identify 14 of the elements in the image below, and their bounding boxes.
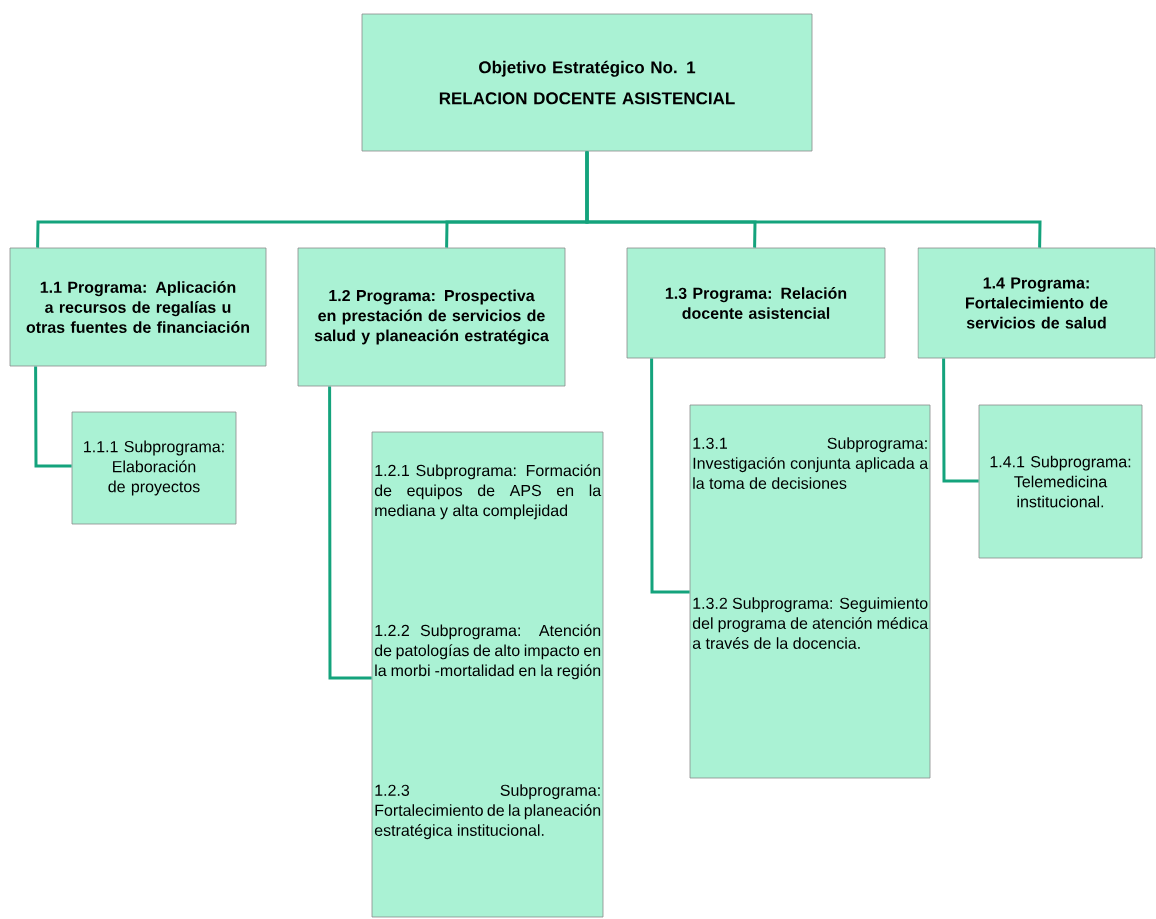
connector-line [34,366,72,468]
subprogram-box: 1.2.1 Subprograma: Formación de equipos de APS en la mediana y alta complejidad 1.2.2 Subprograma: Atención de patologías de alto impacto en la morbi -mortalidad en la región 1.2.3 Subprograma: Fortalecimiento de la planeación estratégica institucional. [371,431,604,918]
program-box: 1.1 Programa: Aplicación a recursos de regalías u otras fuentes de financiación [9,247,267,367]
program-box: 1.3 Programa: Relación docente asistencial [626,247,886,359]
objective-box: Objetivo Estratégico No. 1 RELACION DOCENTE ASISTENCIAL [361,13,813,152]
program-box: 1.4 Programa: Fortalecimiento de servicios de salud [917,247,1156,359]
connector-line [328,386,372,680]
connector-line [650,358,690,594]
connector-line [942,358,979,483]
subprogram-box: 1.1.1 Subprograma: Elaboración de proyectos [71,411,237,525]
connector-line [585,151,1042,248]
subprogram-box: 1.4.1 Subprograma: Telemedicina institucional. [978,404,1143,559]
program-box: 1.2 Programa: Prospectiva en prestación de servicios de salud y planeación estratégica [297,247,566,387]
subprogram-box: 1.3.1 Subprograma: Investigación conjunta aplicada a la toma de decisiones 1.3.2 Subprograma: Seguimiento del programa de atención médica a través de la docencia. [689,404,931,779]
